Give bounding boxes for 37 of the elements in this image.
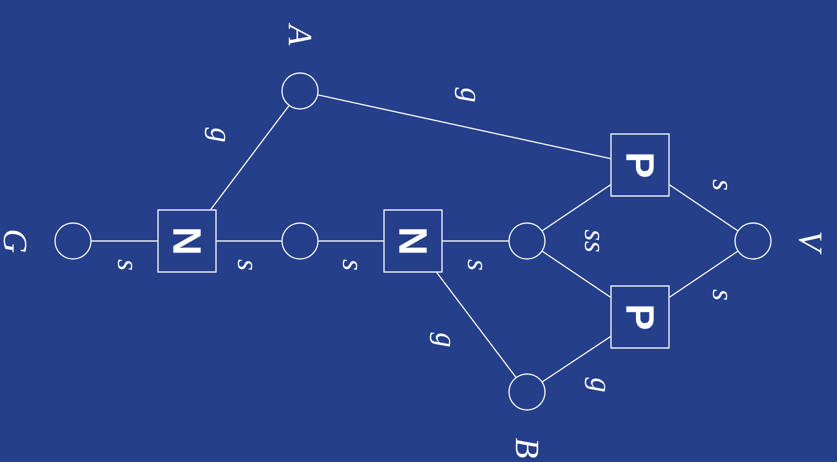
connector-line [318, 240, 384, 242]
circle-node [734, 222, 772, 260]
connector-line [318, 94, 611, 160]
edge-label: s [712, 290, 728, 300]
circle-node [508, 222, 546, 260]
letter-box: P [610, 285, 670, 349]
circle-node [281, 222, 319, 260]
circle-node [54, 222, 92, 260]
node-letter: B [516, 438, 538, 458]
edge-label: s [238, 260, 252, 270]
connector-line [669, 184, 738, 232]
connector-line [669, 250, 738, 298]
edge-label: s [118, 260, 132, 270]
connector-line [216, 240, 282, 242]
edge-label: s [468, 260, 482, 270]
letter-box: N [383, 209, 443, 273]
connector-line [92, 240, 158, 242]
node-letter: A [288, 22, 312, 46]
edge-label: s [712, 180, 728, 190]
connector-line [542, 250, 611, 298]
edge-label: g [204, 128, 226, 142]
edge-label: g [584, 378, 606, 392]
connector-line [542, 336, 611, 382]
edge-label: g [430, 332, 450, 347]
pair-label: ss [584, 230, 600, 252]
letter-box: P [610, 133, 670, 197]
edge-label: s [342, 260, 358, 270]
circle-node [508, 373, 546, 411]
letter-box: N [157, 209, 217, 273]
connector-line [210, 105, 290, 210]
connector-line [442, 240, 508, 242]
connector-line [436, 272, 516, 378]
edge-label: g [454, 88, 476, 102]
connector-line [542, 184, 611, 232]
node-letter: V [798, 232, 822, 255]
circle-node [281, 72, 319, 110]
node-letter: G [4, 230, 26, 252]
